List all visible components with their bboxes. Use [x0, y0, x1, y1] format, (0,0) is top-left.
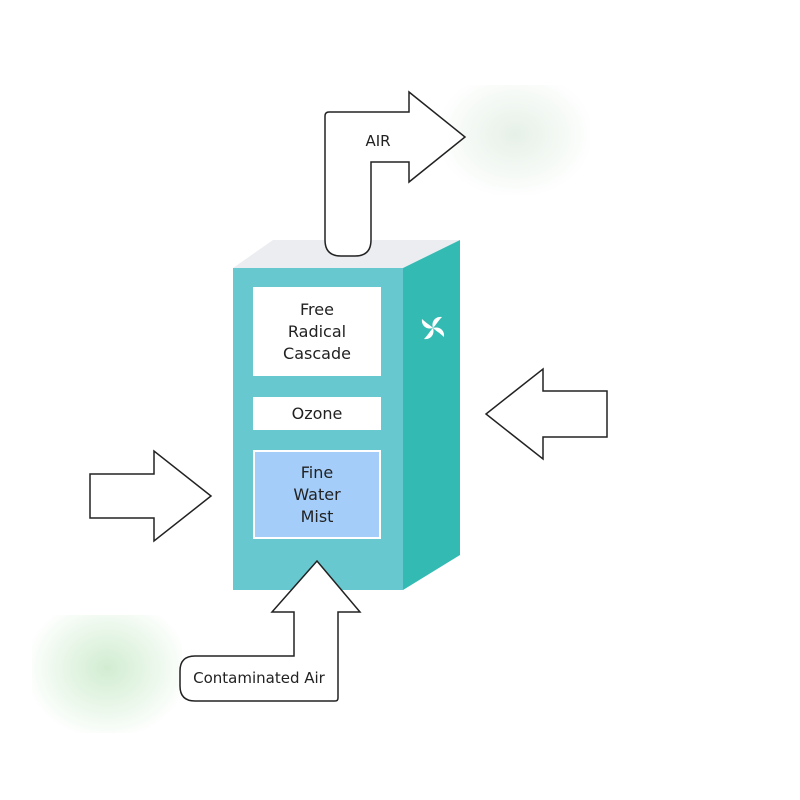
air-output-label: AIR — [365, 132, 391, 150]
stage-ozone: Ozone — [253, 397, 381, 430]
air-output-arrow — [324, 90, 467, 257]
stage-fine-water-mist: Fine Water Mist — [253, 450, 381, 539]
unit-side-face — [403, 240, 460, 590]
decorative-glow-bottom — [32, 615, 182, 733]
stage-free-radical-cascade: Free Radical Cascade — [253, 287, 381, 376]
left-inlet-arrow — [89, 449, 213, 543]
contaminated-air-arrow — [179, 559, 362, 702]
contaminated-air-label: Contaminated Air — [193, 669, 325, 687]
decorative-glow-top — [440, 85, 590, 195]
fan-icon — [421, 316, 445, 340]
right-inlet-arrow — [484, 367, 608, 461]
